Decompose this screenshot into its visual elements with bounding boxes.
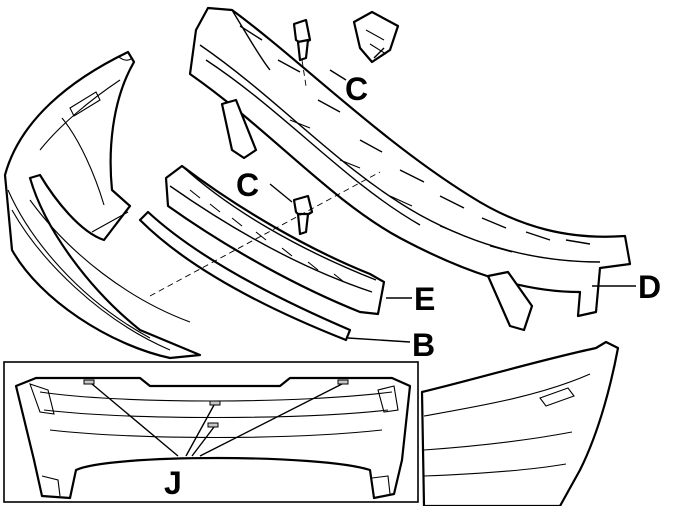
assembly-axis-line bbox=[149, 171, 381, 297]
callout-c-lower: C bbox=[236, 167, 259, 203]
leader-lines bbox=[91, 47, 636, 457]
energy-absorber bbox=[164, 164, 386, 316]
push-clip-upper bbox=[292, 18, 312, 62]
clip-slot-left bbox=[83, 379, 95, 385]
trim-strip bbox=[138, 210, 352, 342]
callout-d: D bbox=[638, 269, 661, 305]
clip-slot-lower bbox=[207, 422, 219, 428]
inset-bumper-view bbox=[14, 376, 412, 500]
reinforcement-bar bbox=[188, 6, 632, 332]
bracket-clip bbox=[352, 10, 400, 64]
clip-slot-center bbox=[209, 400, 221, 406]
clip-axis-upper bbox=[301, 59, 307, 87]
bumper-corner-detail bbox=[420, 340, 620, 506]
callout-e: E bbox=[414, 281, 435, 317]
push-clip-lower bbox=[292, 194, 314, 236]
bumper-cover bbox=[3, 50, 202, 360]
callout-b: B bbox=[412, 327, 435, 363]
clip-slot-right bbox=[337, 379, 349, 385]
callout-c-upper: C bbox=[345, 71, 368, 107]
callout-j: J bbox=[164, 465, 182, 501]
